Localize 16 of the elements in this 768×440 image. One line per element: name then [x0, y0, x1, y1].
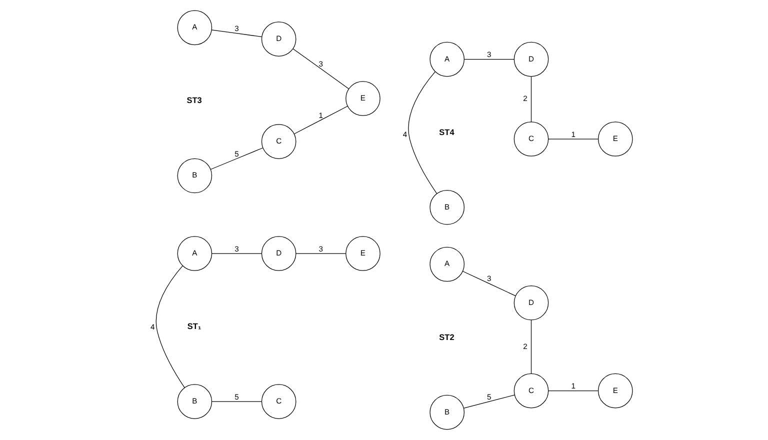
connector — [292, 48, 350, 90]
connector — [464, 59, 514, 60]
connector — [211, 30, 262, 38]
connector — [548, 138, 599, 140]
connector — [296, 253, 346, 254]
connector — [462, 270, 516, 296]
connector — [210, 148, 264, 170]
connector — [212, 253, 262, 254]
connector — [548, 390, 599, 392]
connector — [408, 71, 438, 194]
connector — [463, 394, 515, 408]
connector — [212, 401, 262, 402]
connector — [294, 106, 348, 134]
connector — [530, 320, 532, 374]
connector — [530, 76, 532, 122]
connector — [156, 266, 185, 388]
